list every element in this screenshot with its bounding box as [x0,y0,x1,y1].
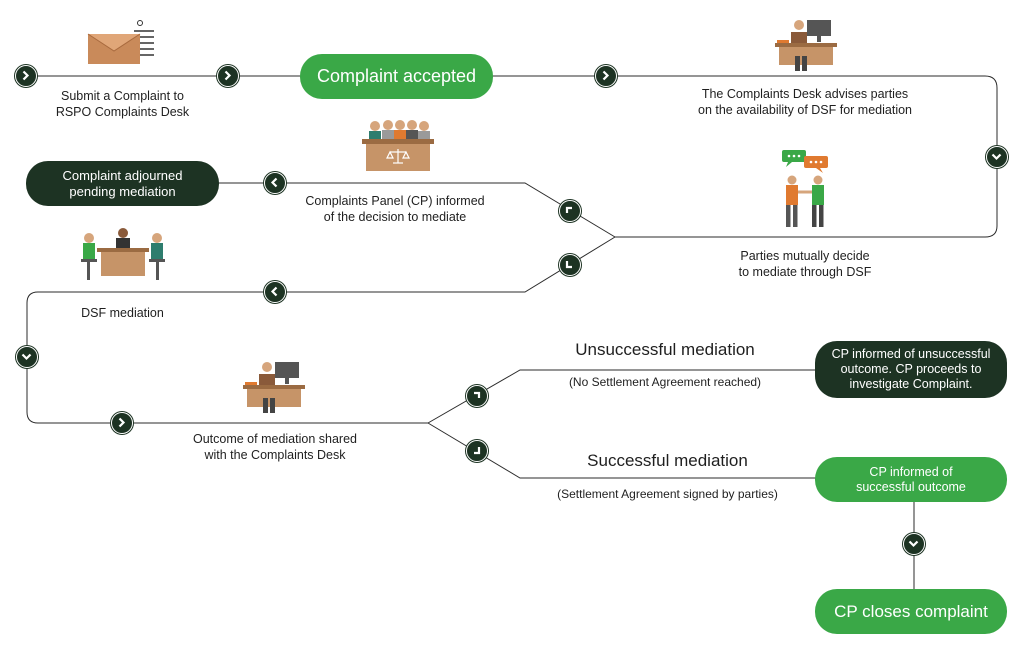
complaint-accepted-badge: Complaint accepted [300,54,493,99]
mutually-label: Parties mutually decide to mediate throu… [738,249,872,279]
arrow-down-icon [16,346,38,368]
arrow-left-icon [264,281,286,303]
cp-closes-badge: CP closes complaint [815,589,1007,634]
arrow-up-left-icon [559,200,581,222]
arrow-down-icon [903,533,925,555]
meeting-icon [81,228,165,280]
desk-worker-icon [243,362,305,413]
unsuccessful-sub: (No Settlement Agreement reached) [568,375,762,389]
arrow-right-icon [217,65,239,87]
chat-people-icon [782,150,828,227]
arrow-right-icon [111,412,133,434]
desk-worker-icon [775,20,837,71]
successful-sub: (Settlement Agreement signed by parties) [557,487,778,501]
dsf-label: DSF mediation [81,306,164,320]
arrow-left-icon [264,172,286,194]
arrow-right-icon [595,65,617,87]
successful-title: Successful mediation [587,451,748,470]
outcome-label: Outcome of mediation shared with the Com… [193,432,357,462]
unsuccessful-result-badge: CP informed of unsuccessful outcome. CP … [815,341,1007,398]
panel-icon [362,120,434,171]
arrow-down-icon [986,146,1008,168]
unsuccessful-title: Unsuccessful mediation [575,340,755,359]
envelope-icon [87,20,154,64]
successful-result-badge: CP informed of successful outcome [815,457,1007,502]
advises-label: The Complaints Desk advises parties on t… [698,87,912,117]
cp-informed-label: Complaints Panel (CP) informed of the de… [305,194,485,224]
arrow-right-icon [15,65,37,87]
submit-label: Submit a Complaint to RSPO Complaints De… [55,89,190,119]
arrow-up-right-icon [466,385,488,407]
complaint-adjourned-badge: Complaint adjourned pending mediation [26,161,219,206]
arrow-down-right-icon [466,440,488,462]
arrow-down-left-icon [559,254,581,276]
